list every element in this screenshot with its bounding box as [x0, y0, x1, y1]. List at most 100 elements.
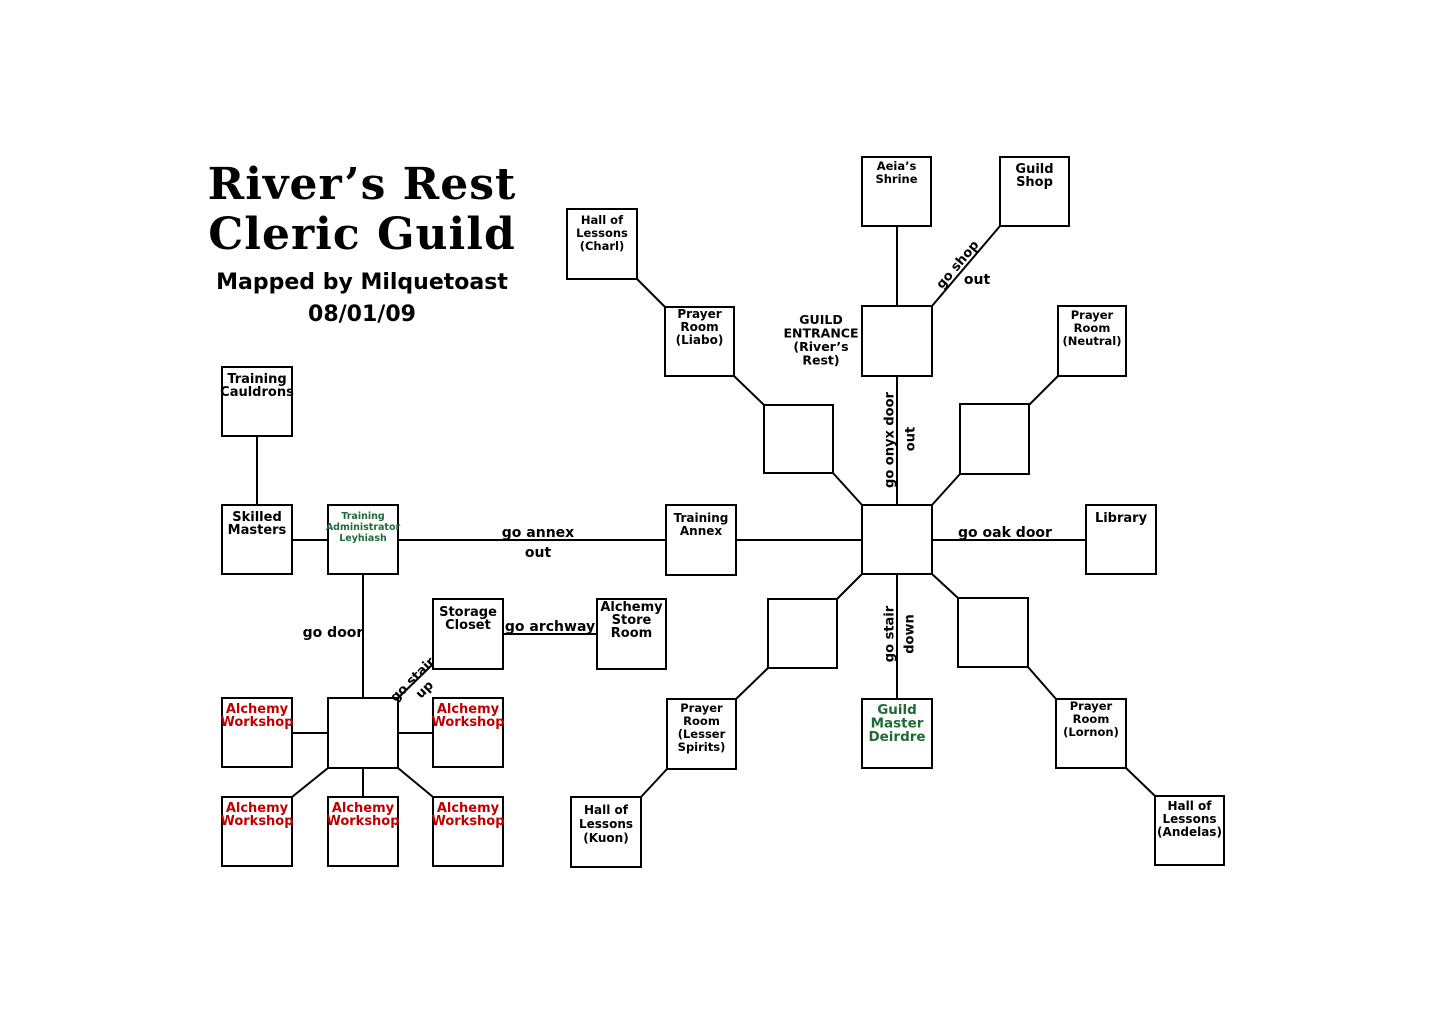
entrance-label-line: Rest) — [802, 353, 839, 368]
room-label-line: (Charl) — [580, 239, 625, 253]
room-box — [327, 504, 399, 575]
room-label-line: Administrator — [326, 522, 401, 533]
direction-go-annex: go annex — [502, 525, 574, 541]
room-library: Library — [1085, 504, 1157, 575]
room-hub — [861, 504, 933, 575]
room-label-line: Guild — [1015, 162, 1053, 177]
room-box — [432, 598, 504, 670]
room-label-line: (Liabo) — [676, 333, 724, 347]
room-label-line: Alchemy — [226, 702, 289, 717]
direction-go-stair-up: go stair — [388, 654, 439, 705]
entrance-label-line: GUILD — [799, 312, 842, 327]
room-box — [861, 305, 933, 377]
room-box — [327, 697, 399, 769]
room-label-line: Alchemy — [226, 801, 289, 816]
direction-go-oak-door: go oak door — [958, 525, 1052, 541]
room-label-line: Workshop — [326, 814, 399, 829]
direction-out-onyx: out — [904, 427, 919, 451]
room-label-line: Workshop — [431, 814, 504, 829]
room-room-se — [957, 597, 1029, 668]
map-author: Mapped by Milquetoast — [216, 270, 508, 295]
room-label-line: Training — [674, 511, 729, 525]
room-box — [1154, 795, 1225, 866]
room-label-line: Master — [871, 716, 924, 732]
room-box — [959, 403, 1030, 475]
room-box — [221, 366, 293, 437]
room-label-line: Shrine — [875, 172, 917, 186]
room-box — [570, 796, 642, 868]
map-title-line1: River’s Rest — [207, 159, 517, 210]
room-label-line: Spirits) — [678, 740, 726, 754]
room-label-line: Room — [1074, 321, 1111, 335]
room-box — [596, 598, 667, 670]
room-label-line: Room — [1073, 712, 1110, 726]
room-label-line: Library — [1095, 511, 1148, 526]
room-label-line: Prayer — [680, 701, 723, 715]
direction-go-door: go door — [303, 625, 364, 641]
room-label-line: Lessons — [1163, 812, 1217, 826]
room-room-ne — [959, 403, 1030, 475]
room-box — [327, 796, 399, 867]
direction-out-annex: out — [525, 545, 552, 561]
room-label-line: Annex — [680, 524, 723, 538]
room-box — [763, 404, 834, 474]
room-label-line: Alchemy — [600, 600, 663, 615]
room-label-line: Shop — [1016, 175, 1053, 190]
room-label-line: Prayer — [1070, 699, 1113, 713]
room-label-line: Alchemy — [332, 801, 395, 816]
room-label-line: Masters — [228, 523, 287, 538]
room-label-line: Hall of — [581, 213, 624, 227]
room-label-line: (Lesser — [678, 727, 726, 741]
room-label-line: Prayer — [1071, 308, 1114, 322]
room-box — [221, 504, 293, 575]
room-box — [767, 598, 838, 669]
entrance-label-line: (River’s — [793, 339, 848, 354]
room-box — [861, 156, 932, 227]
direction-down: down — [903, 614, 918, 654]
direction-go-stair-down: go stair — [883, 605, 898, 662]
room-label-line: Workshop — [431, 715, 504, 730]
room-label-line: Cauldrons — [220, 385, 294, 400]
room-label-line: (Lornon) — [1063, 725, 1119, 739]
room-label-line: Storage — [439, 605, 497, 620]
room-label-line: Closet — [445, 618, 491, 633]
room-room-nw — [763, 404, 834, 474]
room-label-line: Workshop — [220, 814, 293, 829]
map-date: 08/01/09 — [308, 302, 416, 327]
room-box — [861, 504, 933, 575]
room-label-line: Hall of — [584, 803, 629, 817]
room-label-line: Room — [611, 626, 652, 641]
direction-go-archway: go archway — [505, 619, 595, 635]
direction-out-shop: out — [964, 272, 991, 288]
room-label-line: Hall of — [1167, 799, 1212, 813]
room-label-line: Leyhiash — [339, 533, 387, 544]
room-box — [1057, 305, 1127, 377]
room-label-line: (Andelas) — [1157, 825, 1222, 839]
direction-go-onyx-door: go onyx door — [883, 391, 898, 488]
room-box — [566, 208, 638, 280]
room-box — [665, 504, 737, 576]
room-label-line: Lessons — [579, 817, 633, 831]
room-label-line: Deirdre — [868, 729, 925, 745]
room-box — [666, 698, 737, 770]
room-box — [221, 796, 293, 867]
room-label-line: Aeia’s — [877, 159, 917, 173]
room-room-sw — [767, 598, 838, 669]
room-box — [221, 697, 293, 768]
